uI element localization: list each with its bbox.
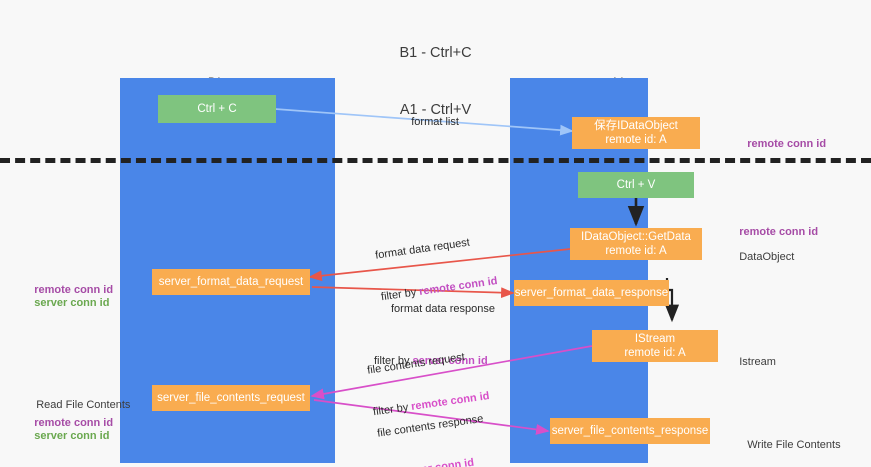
box-getdata-line2: remote id: A — [605, 245, 667, 257]
title-line-1: B1 - Ctrl+C — [399, 45, 472, 61]
box-getdata[interactable]: IDataObject::GetData remote id: A — [570, 228, 702, 260]
box-server-format-data-response-label: server_format_data_response — [514, 287, 669, 299]
note-read-file-contents: Read File Contents — [24, 384, 130, 426]
edge-label-file-contents-response-line2: filter by server conn id — [360, 454, 490, 467]
edge-label-file-contents-response: file contents response filter by server … — [372, 384, 494, 467]
filter-by-prefix: filter by — [374, 355, 413, 367]
edge-label-format-data-response: format data response filter by server co… — [374, 274, 495, 396]
box-ctrl-v-label: Ctrl + V — [616, 179, 656, 191]
edge-label-format-data-response-line1: format data response — [391, 303, 495, 315]
phase-separator — [0, 158, 871, 163]
note-data-object: DataObject — [727, 236, 794, 278]
edge-label-format-data-response-line2: filter by server conn id — [374, 354, 495, 368]
box-server-format-data-response[interactable]: server_format_data_response — [514, 280, 669, 306]
note-remote-conn-id-top: remote conn id — [735, 123, 826, 165]
edge-label-format-data-request-line1: format data request — [374, 236, 471, 262]
box-istream-line2: remote id: A — [624, 347, 686, 359]
box-istream-line1: IStream — [634, 333, 676, 345]
highlight-server-conn-id: server conn id — [412, 355, 488, 367]
box-server-format-data-request-label: server_format_data_request — [158, 276, 304, 288]
note-left-server-conn-id-mid-text: server conn id — [34, 297, 110, 309]
note-write-file-contents-text: Write File Contents — [747, 439, 841, 451]
box-server-file-contents-response-label: server_file_contents_response — [551, 425, 709, 437]
edge-label-file-contents-response-line1: file contents response — [376, 412, 485, 440]
box-server-file-contents-request[interactable]: server_file_contents_request — [152, 385, 310, 411]
box-save-idataobject-line2: remote id: A — [605, 134, 667, 146]
box-save-idataobject-line1: 保存IDataObject — [594, 120, 678, 132]
note-data-object-text: DataObject — [739, 251, 795, 263]
note-left-server-conn-id-mid: server conn id — [22, 282, 109, 324]
note-left-remote-conn-id-mid-text: remote conn id — [34, 284, 114, 296]
note-istream-text: Istream — [739, 356, 776, 368]
note-left-server-conn-id-low: server conn id — [22, 415, 109, 457]
note-left-server-conn-id-low-text: server conn id — [34, 430, 110, 442]
note-remote-conn-id-mid-text: remote conn id — [739, 226, 819, 238]
box-ctrl-v[interactable]: Ctrl + V — [578, 172, 694, 198]
note-remote-conn-id-top-text: remote conn id — [747, 138, 827, 150]
edge-label-format-list-text: format list — [411, 116, 459, 128]
box-ctrl-c-label: Ctrl + C — [197, 103, 237, 115]
edge-label-file-contents-request-line1: file contents request — [366, 351, 466, 377]
note-left-remote-conn-id-low: remote conn id — [22, 402, 113, 444]
box-istream[interactable]: IStream remote id: A — [592, 330, 718, 362]
edge-label-format-list: format list — [399, 101, 459, 143]
box-server-file-contents-response[interactable]: server_file_contents_response — [550, 418, 710, 444]
note-left-remote-conn-id-low-text: remote conn id — [34, 417, 114, 429]
highlight-server-conn-id: server conn id — [399, 457, 475, 467]
note-write-file-contents: Write File Contents — [735, 424, 841, 466]
note-left-remote-conn-id-mid: remote conn id — [22, 269, 113, 311]
box-save-idataobject[interactable]: 保存IDataObject remote id: A — [572, 117, 700, 149]
box-server-file-contents-request-label: server_file_contents_request — [157, 392, 305, 404]
note-remote-conn-id-mid: remote conn id — [727, 211, 818, 253]
box-getdata-line1: IDataObject::GetData — [581, 231, 691, 243]
box-ctrl-c[interactable]: Ctrl + C — [158, 95, 276, 123]
note-read-file-contents-text: Read File Contents — [36, 399, 131, 411]
note-istream: Istream — [727, 341, 776, 383]
box-server-format-data-request[interactable]: server_format_data_request — [152, 269, 310, 295]
